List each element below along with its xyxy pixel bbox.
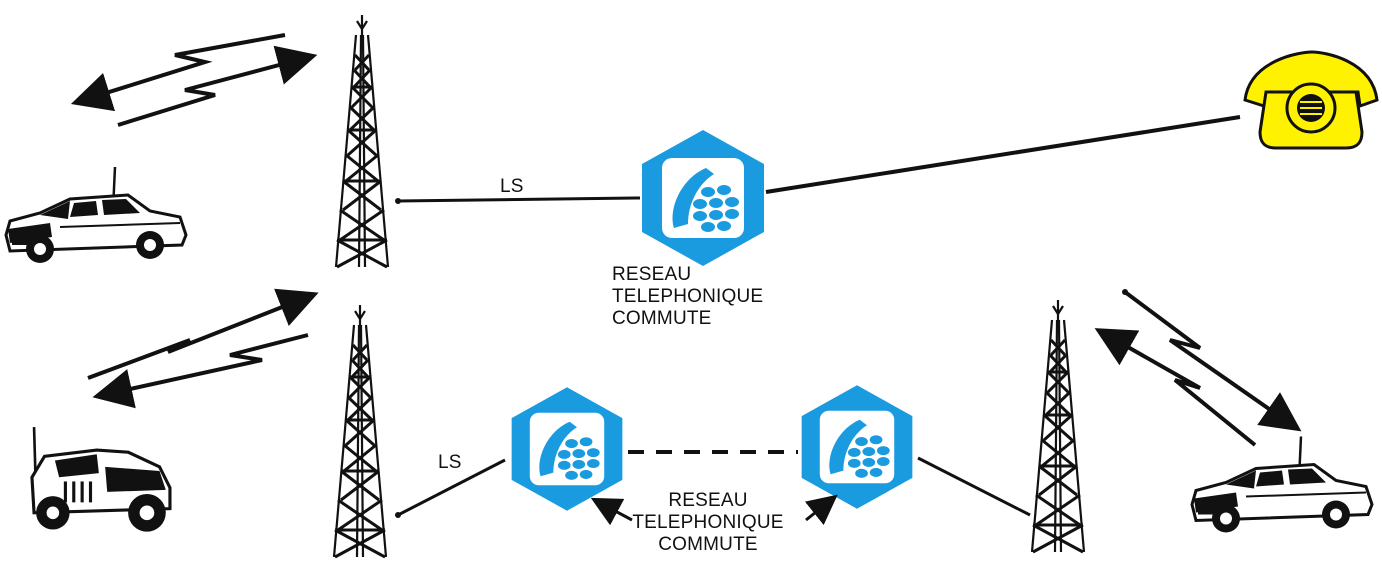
- car-icon: [4, 165, 188, 265]
- pstn-line-to-phone: [765, 115, 1241, 194]
- radio-tower-icon: [334, 15, 390, 269]
- jeep-icon: [30, 425, 172, 534]
- network-label-line: TELEPHONIQUE: [632, 512, 784, 533]
- network-label-line: RESEAU: [612, 264, 692, 285]
- telephone-exchange-icon: [801, 385, 913, 509]
- radio-link-bottom-left: [87, 288, 319, 409]
- desk-telephone-icon: [1243, 50, 1379, 150]
- telephone-exchange-icon: [511, 387, 623, 511]
- ls-line-bottom: [397, 458, 506, 517]
- radio-link-top: [70, 33, 318, 127]
- ls-label-bottom: LS: [438, 452, 462, 473]
- network-label-line: COMMUTE: [658, 534, 758, 555]
- network-label-line: COMMUTE: [612, 308, 712, 329]
- car-icon: [1190, 434, 1374, 535]
- ls-line-top: [397, 196, 641, 203]
- network-label-top: RESEAU TELEPHONIQUE COMMUTE: [612, 264, 764, 330]
- radio-tower-icon: [1030, 300, 1086, 554]
- radio-tower-icon: [332, 305, 388, 559]
- line-to-right-tower: [917, 456, 1031, 517]
- network-label-line: RESEAU: [668, 490, 748, 511]
- ls-label-top: LS: [500, 176, 524, 197]
- telephone-exchange-icon: [642, 130, 764, 266]
- radio-link-bottom-right: [1094, 290, 1302, 447]
- network-label-pointers: [590, 494, 838, 526]
- network-label-line: TELEPHONIQUE: [612, 286, 764, 307]
- network-label-bottom: RESEAU TELEPHONIQUE COMMUTE: [618, 490, 798, 556]
